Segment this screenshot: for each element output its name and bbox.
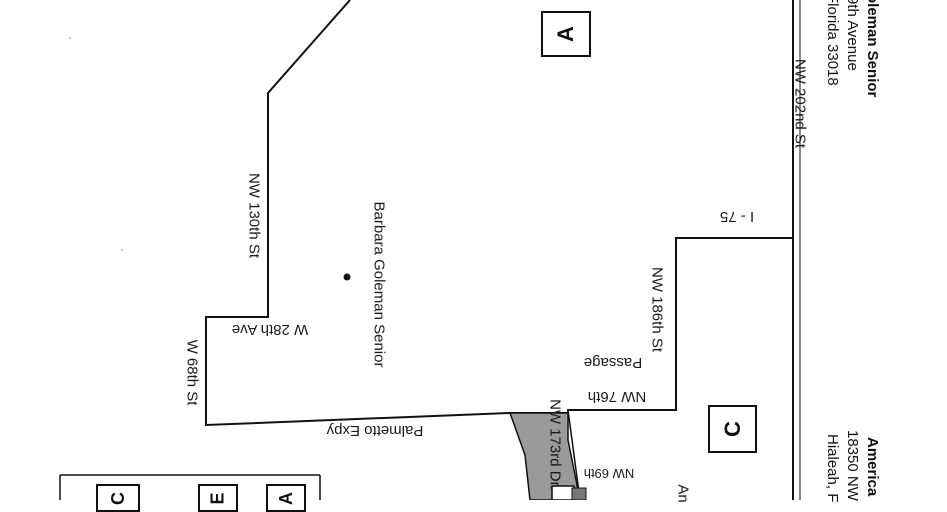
street-nw-69: NW 69th [583,466,635,481]
school-location-dot [343,273,351,281]
street-i-75: I - 75 [719,208,755,225]
legend-cell-c: C [96,484,140,512]
zone-a-boundary [205,0,793,427]
info-bottom-line3: Hialeah, F [824,434,841,503]
street-nw-173: NW 173rd Dr. [546,399,564,490]
zone-a-label: A [541,11,591,57]
street-palmetto-expy: Palmetto Expy [326,422,424,439]
partial-label: An [674,484,692,503]
zone-c-label: C [708,405,757,453]
scan-speck [121,249,123,251]
info-top-line1: oleman Senior [864,0,881,98]
school-name: Barbara Goleman Senior [370,201,388,368]
info-top-line3: Florida 33018 [824,0,841,86]
info-bottom-line2: 18350 NW [844,430,861,501]
map-canvas [59,0,801,500]
info-top-line2: 9th Avenue [844,0,861,71]
street-passage: Passage [583,354,643,371]
street-nw-130: NW 130th St [245,172,263,259]
street-nw-186: NW 186th St [648,266,666,353]
legend-cell-e: E [198,484,238,512]
street-w-68: W 68th St [183,339,201,406]
legend-cell-a: A [266,484,306,512]
street-nw-76: NW 76th [587,388,647,405]
building-shape-2 [571,487,587,500]
street-w-28: W 28th Ave [231,321,309,338]
street-nw-202: NW 202nd St [791,58,809,149]
scan-speck [69,37,71,39]
info-bottom-line1: America [864,437,881,497]
nw-173-road [567,409,581,500]
